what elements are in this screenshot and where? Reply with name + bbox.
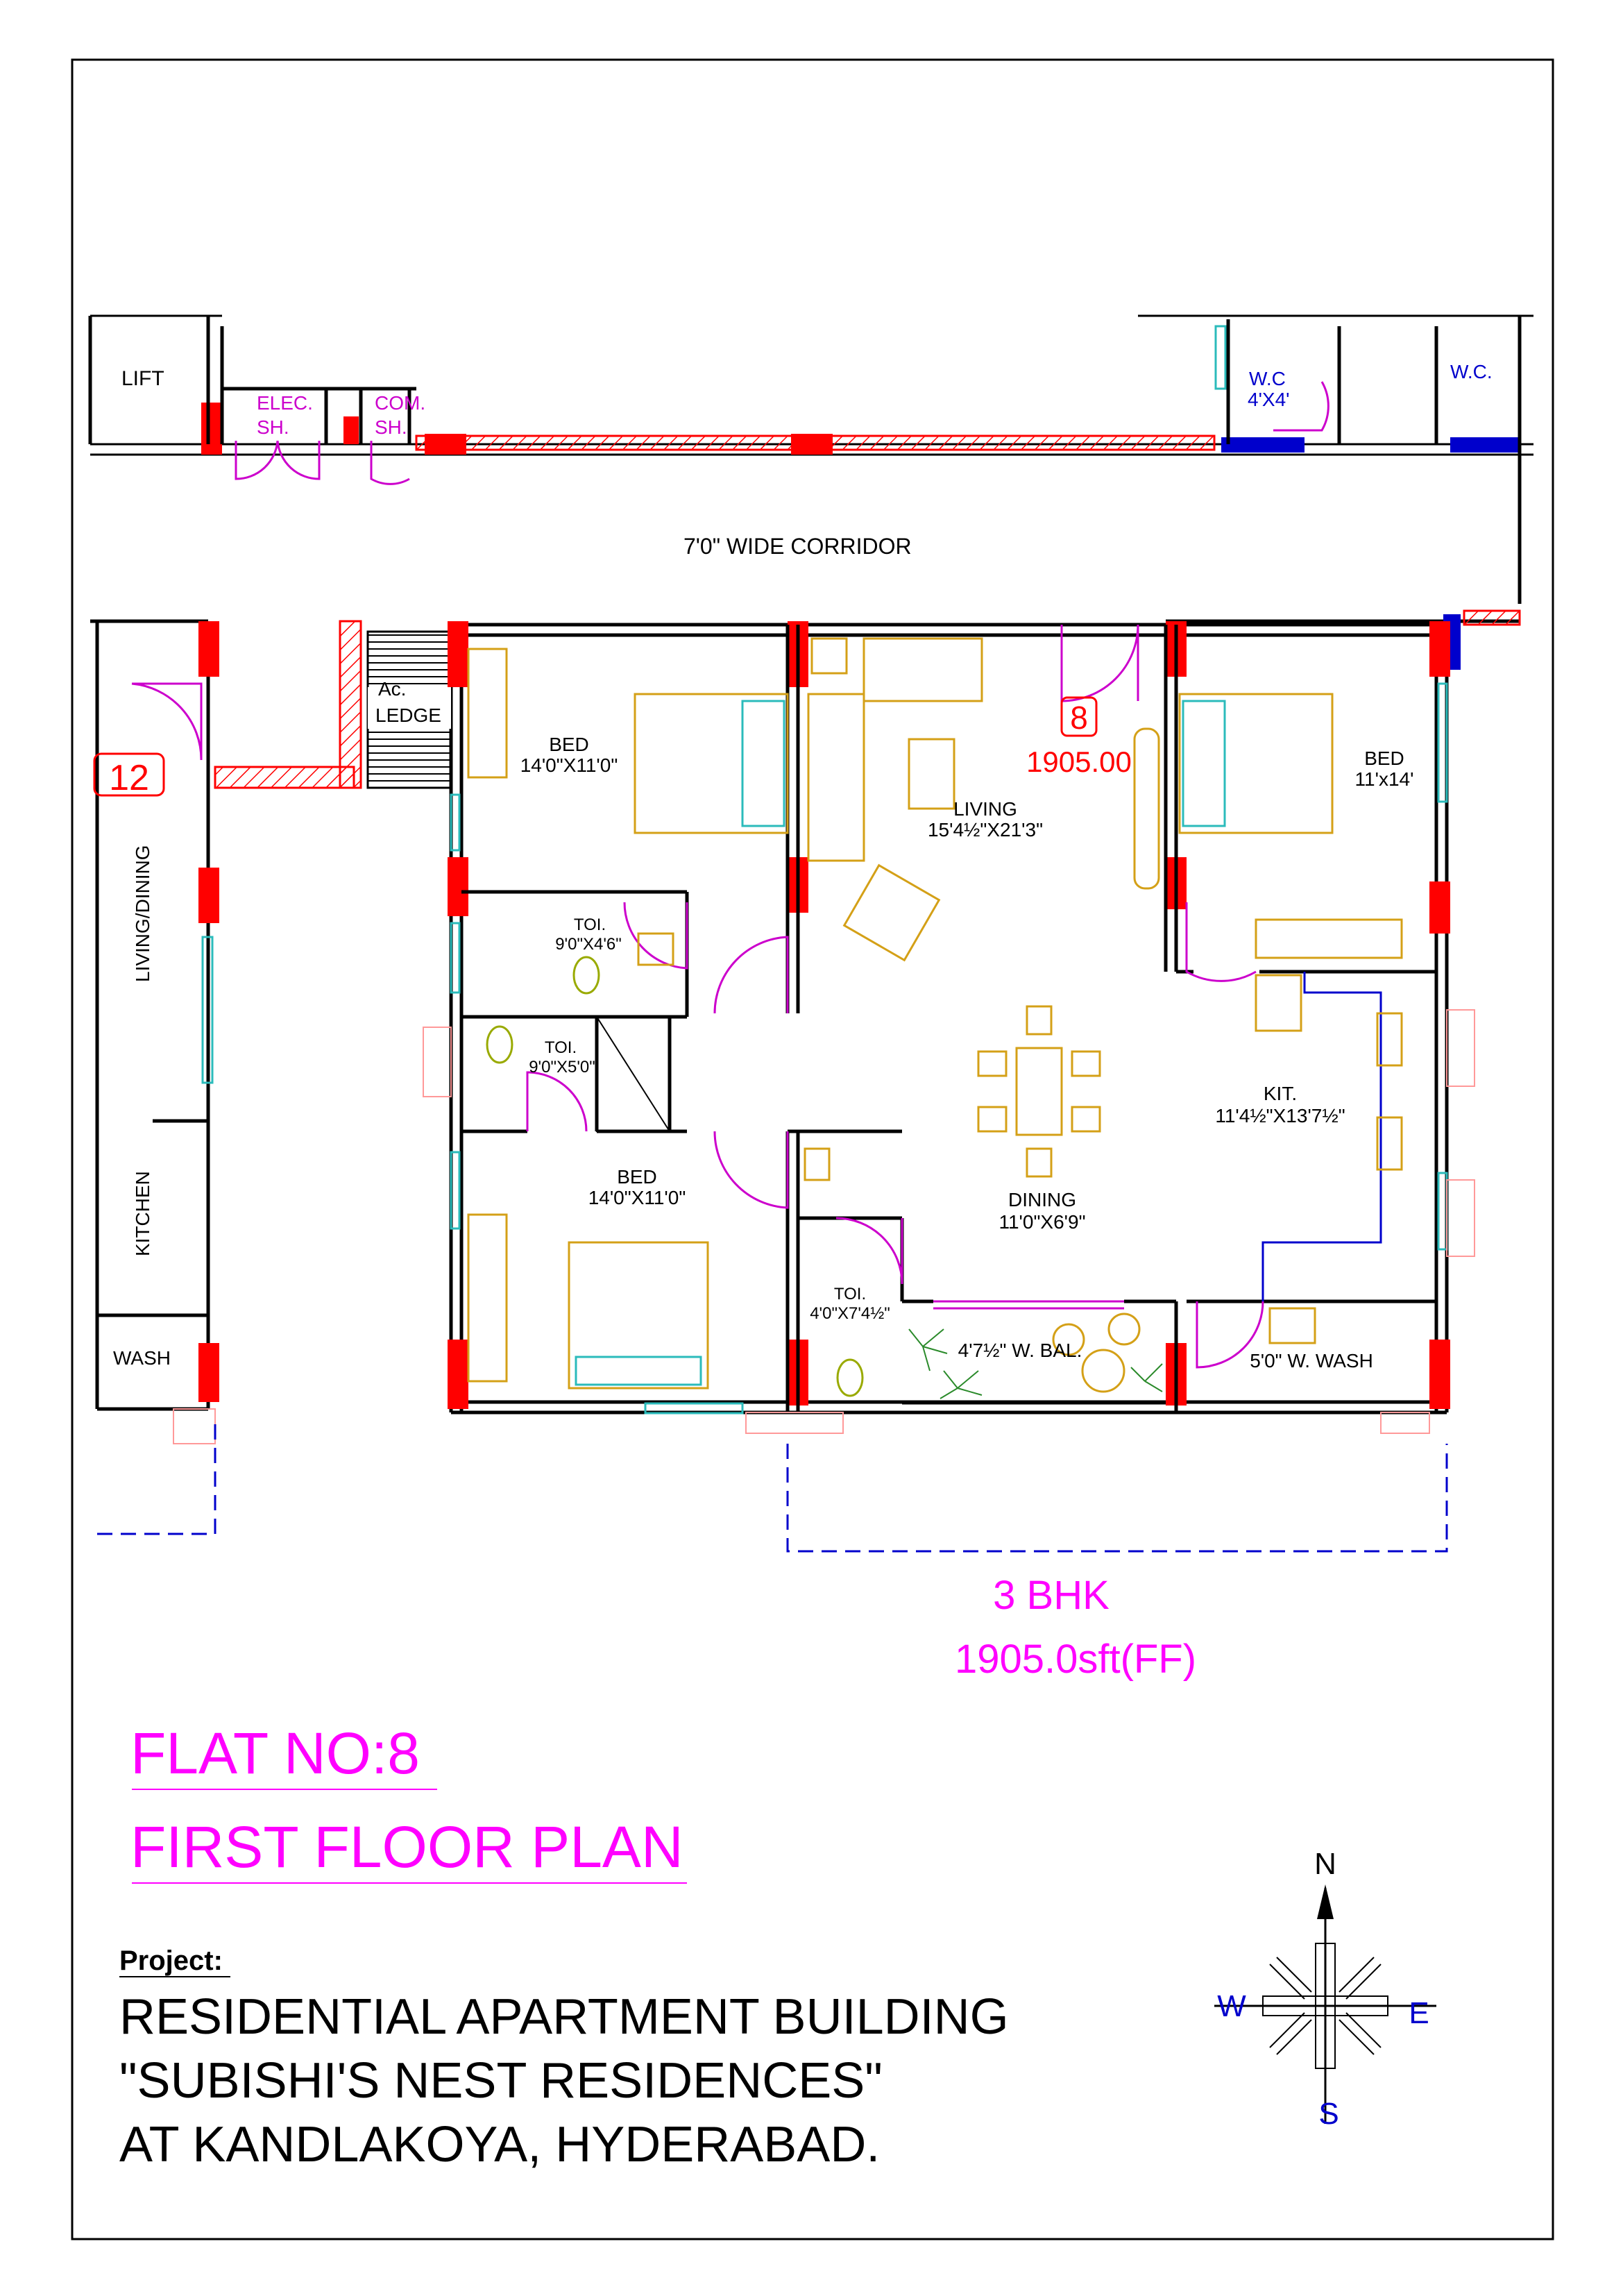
wc-left-label: W.C bbox=[1249, 368, 1286, 389]
sheet-border bbox=[71, 58, 1554, 2240]
living-size: 15'4½"X21'3" bbox=[928, 819, 1043, 841]
bed1-name: BED bbox=[549, 734, 589, 755]
living-name: LIVING bbox=[953, 798, 1017, 820]
flat-12-number: 12 bbox=[109, 758, 149, 798]
flat-8-plan bbox=[366, 621, 1475, 1553]
kitchen-12: KITCHEN bbox=[132, 1171, 153, 1256]
bed2-size: 14'0"X11'0" bbox=[588, 1187, 686, 1208]
com-shaft-label-2: SH. bbox=[375, 416, 407, 438]
project-info: Project: RESIDENTIAL APARTMENT BUILDING … bbox=[119, 1945, 1009, 2172]
dining-name: DINING bbox=[1008, 1189, 1076, 1210]
toi1-name: TOI. bbox=[574, 915, 606, 934]
balcony-label: 4'7½" W. BAL. bbox=[958, 1340, 1082, 1361]
bhk-type: 3 BHK bbox=[993, 1573, 1110, 1618]
toi2-size: 9'0"X5'0" bbox=[529, 1058, 595, 1077]
room-labels: LIFT ELEC. SH. COM. SH. W.C 4'X4' W.C. 7… bbox=[93, 361, 1493, 1371]
compass-n: N bbox=[1314, 1847, 1336, 1881]
project-line-2: "SUBISHI'S NEST RESIDENCES" bbox=[119, 2053, 883, 2109]
ac-ledge-label: Ac. bbox=[378, 678, 406, 700]
toi3-size: 4'0"X7'4½" bbox=[810, 1304, 890, 1323]
flat-number-title: FLAT NO:8 bbox=[130, 1721, 420, 1786]
corridor-area bbox=[88, 314, 1533, 670]
wash-12: WASH bbox=[113, 1347, 171, 1369]
kit-name: KIT. bbox=[1264, 1083, 1297, 1104]
bed3-size: 11'x14' bbox=[1355, 768, 1414, 790]
toi1-size: 9'0"X4'6" bbox=[555, 935, 622, 954]
compass-w: W bbox=[1217, 1989, 1246, 2023]
furniture bbox=[467, 637, 1403, 1399]
toi2-name: TOI. bbox=[545, 1038, 577, 1057]
compass-e: E bbox=[1409, 1996, 1429, 2030]
lift-label: LIFT bbox=[121, 367, 164, 390]
elec-shaft-label: ELEC. bbox=[257, 392, 313, 414]
ac-ledge-label-2: LEDGE bbox=[375, 704, 441, 726]
flat-8-area: 1905.00 bbox=[1026, 745, 1132, 778]
flat-12-badge bbox=[93, 752, 165, 797]
compass-s: S bbox=[1318, 2097, 1339, 2131]
north-arrow-icon bbox=[1317, 1884, 1334, 1919]
project-line-1: RESIDENTIAL APARTMENT BUILDING bbox=[119, 1989, 1009, 2045]
bhk-area: 1905.0sft(FF) bbox=[955, 1637, 1196, 1682]
drawing-title: FLAT NO:8 FIRST FLOOR PLAN bbox=[130, 1721, 687, 1884]
dining-size: 11'0"X6'9" bbox=[999, 1211, 1085, 1233]
bed3-name: BED bbox=[1364, 748, 1404, 769]
floor-plan-title: FIRST FLOOR PLAN bbox=[130, 1814, 683, 1880]
bed2-name: BED bbox=[617, 1166, 657, 1188]
elec-shaft-label-2: SH. bbox=[257, 416, 289, 438]
north-compass: N W E S bbox=[1214, 1847, 1436, 2131]
toi3-name: TOI. bbox=[834, 1285, 866, 1303]
flat-12-partial bbox=[95, 620, 362, 1535]
wc-left-size: 4'X4' bbox=[1248, 389, 1290, 410]
com-shaft-label: COM. bbox=[375, 392, 425, 414]
project-line-3: AT KANDLAKOYA, HYDERABAD. bbox=[119, 2117, 880, 2172]
wash-label: 5'0" W. WASH bbox=[1250, 1350, 1373, 1371]
living-dining-12: LIVING/DINING bbox=[132, 845, 153, 982]
bed1-size: 14'0"X11'0" bbox=[520, 754, 618, 776]
project-heading: Project: bbox=[119, 1945, 223, 1976]
flat-8-number: 8 bbox=[1070, 700, 1088, 736]
corridor-label: 7'0" WIDE CORRIDOR bbox=[683, 534, 912, 559]
kit-size: 11'4½"X13'7½" bbox=[1215, 1105, 1345, 1126]
flat-8-badge bbox=[1060, 696, 1098, 737]
flat-summary: 3 BHK 1905.0sft(FF) bbox=[955, 1573, 1196, 1682]
wc-right-label: W.C. bbox=[1450, 361, 1493, 382]
